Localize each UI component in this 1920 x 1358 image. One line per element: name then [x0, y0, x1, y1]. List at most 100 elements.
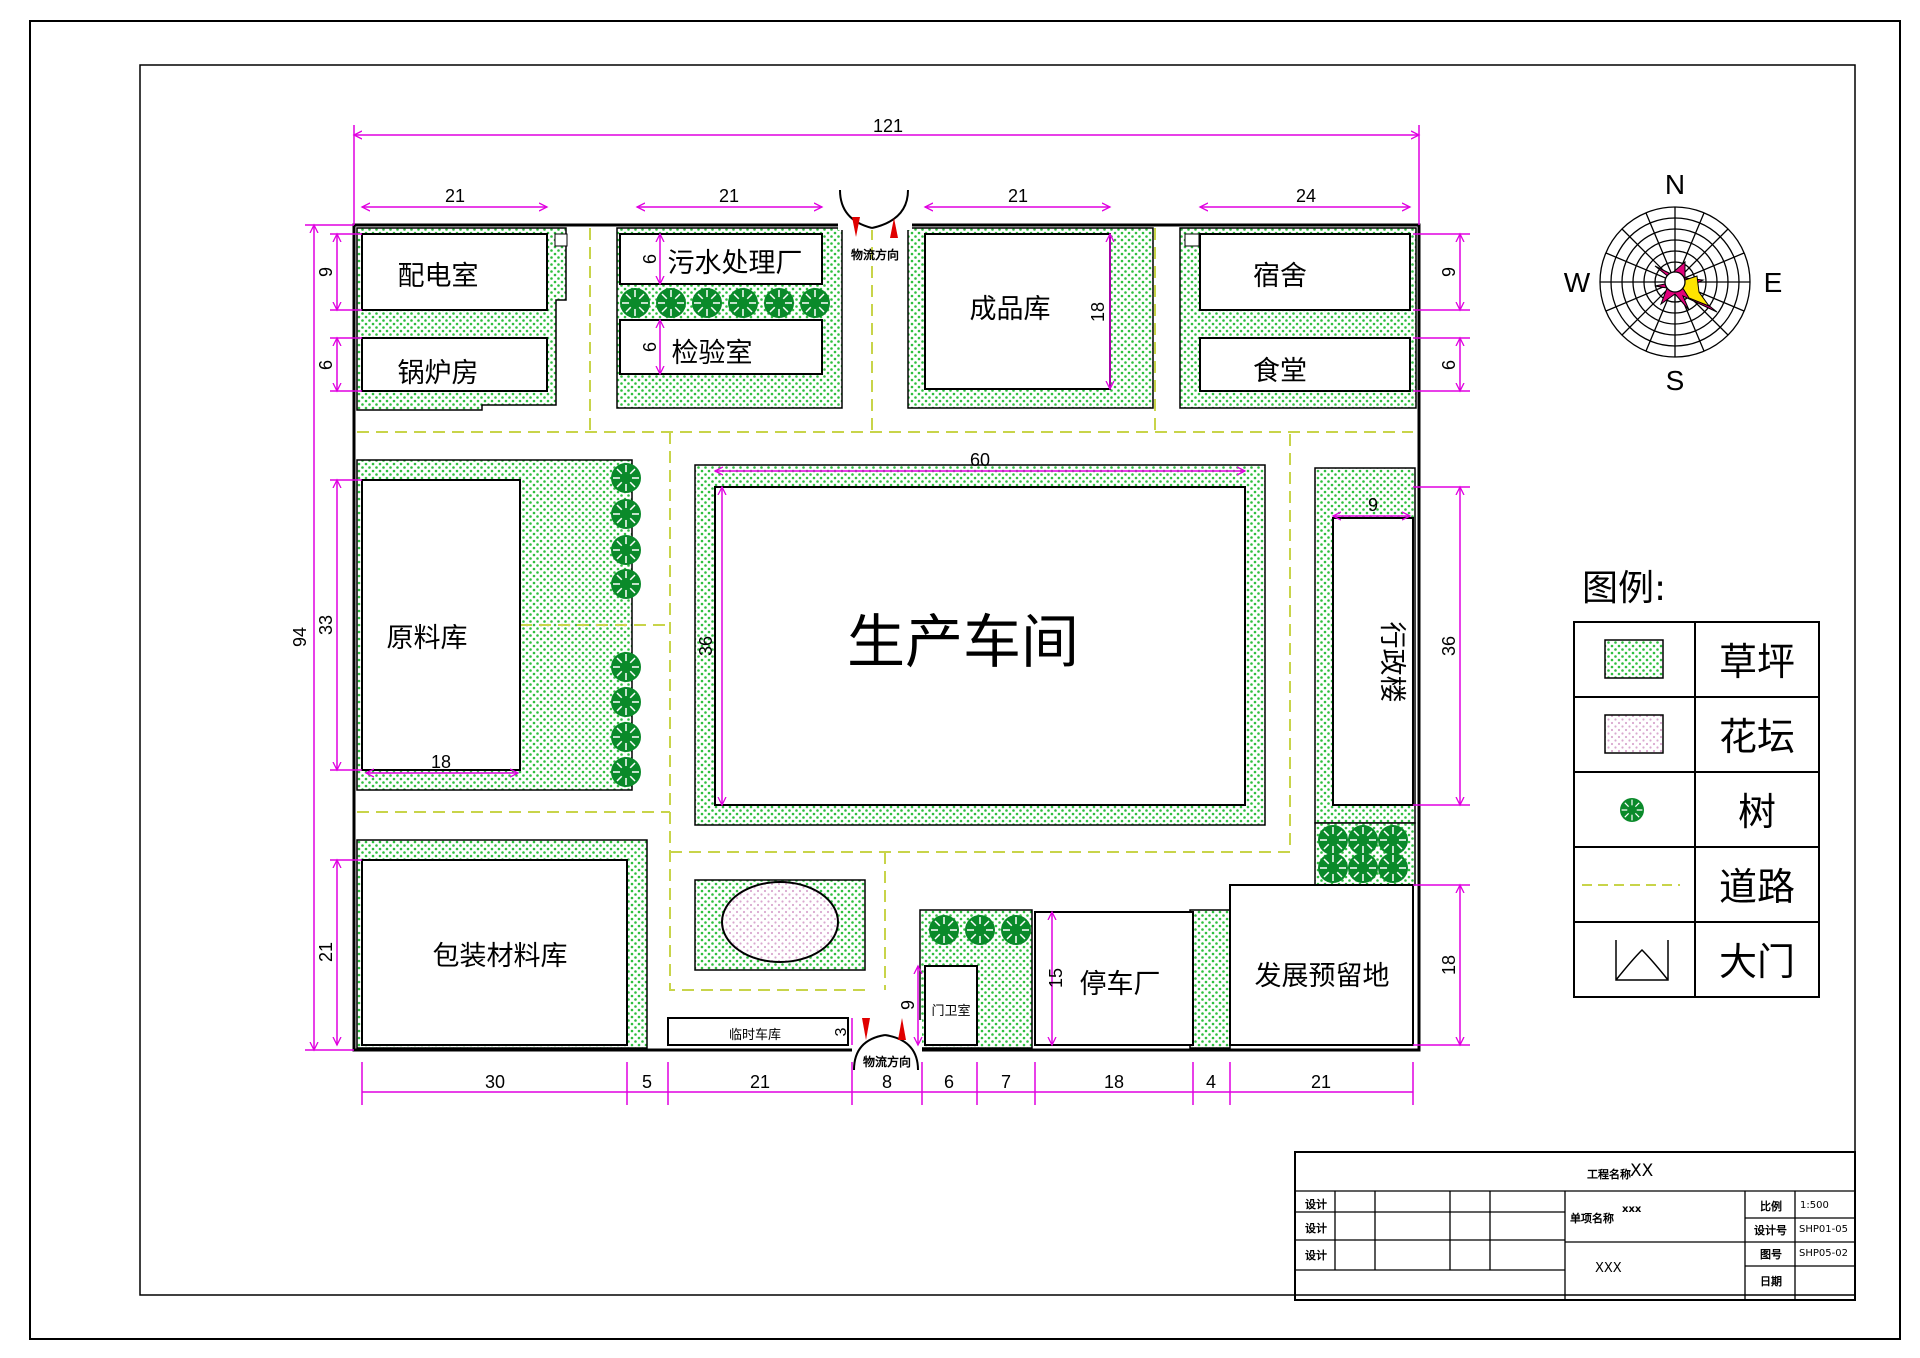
svg-text:工程名称: 工程名称 — [1587, 1167, 1631, 1181]
compass-rose: N S E W — [1564, 169, 1783, 396]
svg-text:8: 8 — [882, 1072, 892, 1092]
svg-text:比例: 比例 — [1760, 1199, 1782, 1213]
svg-text:图号: 图号 — [1760, 1248, 1782, 1261]
label-boiler-room: 锅炉房 — [398, 358, 479, 389]
inner-frame — [139, 64, 1856, 1296]
svg-text:单项名称: 单项名称 — [1570, 1211, 1614, 1225]
svg-text:36: 36 — [1439, 636, 1459, 656]
buildings — [361, 233, 1414, 1046]
svg-text:6: 6 — [640, 342, 660, 352]
building-raw-store — [361, 479, 521, 771]
building-sewage-plant — [619, 233, 823, 285]
svg-text:SHP01-05: SHP01-05 — [1799, 1224, 1848, 1235]
dimension-lines — [305, 125, 1470, 1105]
svg-text:6: 6 — [1439, 360, 1459, 370]
label-gate-top: 物流方向 — [851, 247, 899, 262]
svg-text:24: 24 — [1296, 186, 1316, 206]
svg-text:设计: 设计 — [1305, 1197, 1327, 1211]
svg-text:30: 30 — [485, 1072, 505, 1092]
label-admin: 行政楼 — [1376, 622, 1407, 703]
svg-text:18: 18 — [1439, 955, 1459, 975]
svg-text:21: 21 — [1008, 186, 1028, 206]
svg-text:设计: 设计 — [1305, 1248, 1327, 1262]
label-sewage-plant: 污水处理厂 — [668, 248, 803, 279]
svg-text:xxx: xxx — [1622, 1204, 1642, 1215]
building-workshop — [714, 486, 1246, 806]
flowerbed — [721, 881, 839, 963]
title-block: 工程名称 XX 设计 设计 设计 单项名称 xxx XXX 比例 1:500 设… — [1294, 1151, 1856, 1301]
svg-text:18: 18 — [431, 752, 451, 772]
building-labels: 配电室 锅炉房 污水处理厂 检验室 成品库 宿舍 食堂 原料库 生产车间 行政楼… — [387, 247, 1408, 1069]
building-pack-store — [361, 859, 628, 1046]
building-admin — [1332, 517, 1414, 806]
svg-text:21: 21 — [719, 186, 739, 206]
svg-text:18: 18 — [1104, 1072, 1124, 1092]
svg-text:21: 21 — [750, 1072, 770, 1092]
lawn-swatch-icon — [1604, 639, 1664, 679]
label-raw-store: 原料库 — [387, 623, 468, 654]
label-pack-store: 包装材料库 — [433, 941, 568, 972]
outer-frame — [29, 20, 1901, 1340]
label-lab: 检验室 — [672, 338, 753, 369]
svg-text:36: 36 — [696, 636, 716, 656]
svg-text:9: 9 — [1439, 267, 1459, 277]
svg-text:33: 33 — [316, 615, 336, 635]
svg-text:日期: 日期 — [1760, 1274, 1782, 1288]
svg-text:121: 121 — [873, 116, 903, 136]
compass-n: N — [1665, 169, 1685, 200]
svg-text:18: 18 — [1088, 302, 1108, 322]
gate-symbol-icon — [1615, 940, 1669, 981]
label-canteen: 食堂 — [1253, 356, 1307, 387]
roads — [357, 228, 1413, 991]
svg-text:设计: 设计 — [1305, 1221, 1327, 1235]
building-temp-garage — [667, 1017, 849, 1046]
label-parking: 停车厂 — [1080, 969, 1161, 1000]
building-reserve — [1229, 884, 1414, 1046]
svg-text:9: 9 — [898, 1000, 918, 1010]
building-guard — [924, 965, 978, 1046]
label-dorm: 宿舍 — [1253, 261, 1307, 292]
svg-text:草坪: 草坪 — [1719, 640, 1795, 684]
svg-text:设计号: 设计号 — [1754, 1223, 1787, 1237]
building-dorm — [1199, 233, 1411, 311]
gate-top — [838, 189, 912, 238]
building-boiler-room — [361, 337, 548, 392]
compass-e: E — [1764, 267, 1783, 298]
building-lab — [619, 319, 823, 375]
flowerbed-swatch-icon — [1604, 714, 1664, 754]
svg-text:1:500: 1:500 — [1800, 1200, 1829, 1211]
building-product-store — [924, 233, 1111, 390]
gate-bottom — [852, 1018, 922, 1071]
svg-text:SHP05-02: SHP05-02 — [1799, 1248, 1848, 1259]
label-power-room: 配电室 — [398, 261, 479, 292]
svg-text:6: 6 — [944, 1072, 954, 1092]
svg-text:6: 6 — [640, 254, 660, 264]
project-value: XX — [1630, 1161, 1654, 1181]
dimension-labels: 121 21 21 21 24 94 9 6 33 21 9 6 36 18 3… — [290, 116, 1459, 1092]
legend-title: 图例: — [1582, 568, 1666, 609]
label-guard: 门卫室 — [931, 1003, 970, 1019]
svg-text:15: 15 — [1046, 968, 1066, 988]
building-canteen — [1199, 337, 1411, 392]
label-product-store: 成品库 — [970, 294, 1051, 325]
svg-text:7: 7 — [1001, 1072, 1011, 1092]
compass-w: W — [1564, 267, 1591, 298]
tree-dot-icon — [1619, 797, 1645, 823]
label-workshop: 生产车间 — [847, 608, 1079, 676]
label-gate-bottom: 物流方向 — [863, 1054, 911, 1069]
label-reserve: 发展预留地 — [1255, 961, 1390, 992]
svg-text:9: 9 — [316, 267, 336, 277]
legend: 图例: 草坪 花坛 树 道路 大门 — [1573, 568, 1820, 998]
building-parking — [1034, 911, 1194, 1046]
svg-text:4: 4 — [1206, 1072, 1216, 1092]
svg-text:道路: 道路 — [1719, 865, 1795, 909]
label-temp-garage: 临时车库 — [729, 1027, 781, 1043]
svg-text:3: 3 — [833, 1027, 850, 1036]
svg-text:大门: 大门 — [1719, 940, 1795, 984]
svg-text:9: 9 — [1368, 495, 1378, 515]
svg-text:60: 60 — [970, 450, 990, 470]
svg-text:21: 21 — [316, 942, 336, 962]
svg-text:5: 5 — [642, 1072, 652, 1092]
svg-text:94: 94 — [290, 627, 310, 647]
